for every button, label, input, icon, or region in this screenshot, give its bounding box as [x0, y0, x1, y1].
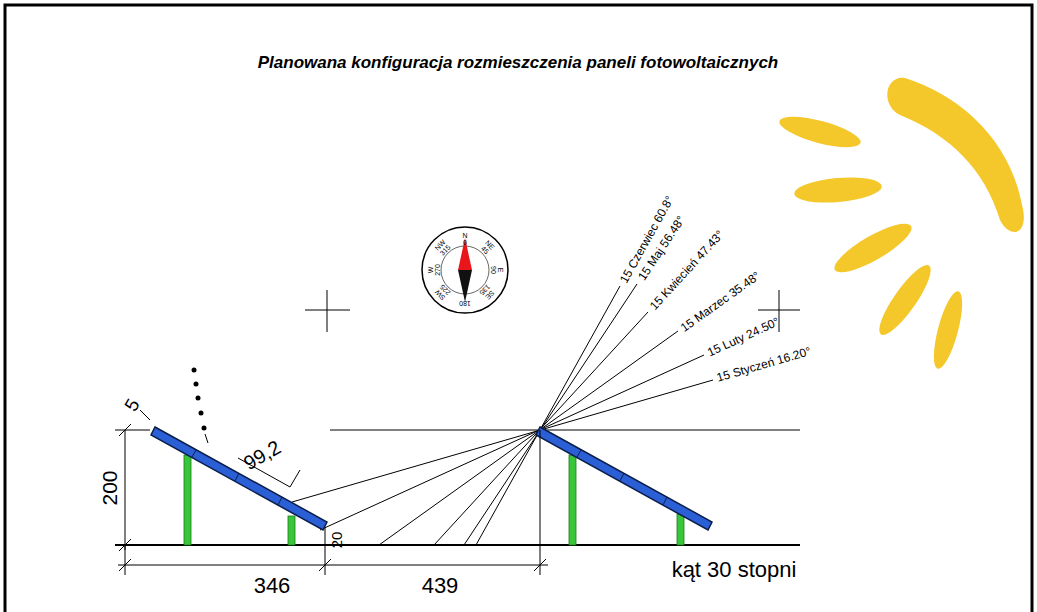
compass-label: W: [427, 267, 434, 274]
horizon-line: [330, 430, 800, 431]
dimension-label: 346: [254, 575, 291, 597]
compass-label: N: [462, 232, 467, 239]
dimension-label: 20: [329, 532, 344, 549]
compass-label: 90: [490, 266, 497, 274]
dimension-label: 439: [422, 575, 459, 597]
angle-note: kąt 30 stopni: [672, 559, 797, 581]
dimension-label: 5: [121, 396, 143, 415]
continuation-dots: [192, 368, 207, 431]
compass-label: E: [497, 268, 504, 273]
sun-angle-label: 15 Luty 24.50°: [706, 315, 782, 358]
frame: [5, 5, 1032, 612]
sun: [777, 78, 1024, 371]
sun-angle-label: 15 Styczeń 16.20°: [715, 345, 812, 384]
ground-line: [115, 544, 800, 546]
dimension-line: [115, 410, 548, 575]
leader-line: [205, 434, 208, 443]
compass: [422, 227, 508, 313]
compass-label: 0: [463, 239, 467, 246]
compass-label: 270: [434, 264, 441, 276]
sun-angle-label: 15 Marzec 35.48°: [679, 269, 763, 333]
diagram-title: Planowana konfiguracja rozmieszczenia pa…: [258, 54, 779, 71]
compass-label: 180: [459, 300, 471, 307]
sun-ray-line: [292, 284, 713, 545]
dimension-label: 99,2: [240, 437, 284, 474]
dimension-label: 200: [99, 470, 120, 505]
pv-panel: [151, 427, 712, 530]
